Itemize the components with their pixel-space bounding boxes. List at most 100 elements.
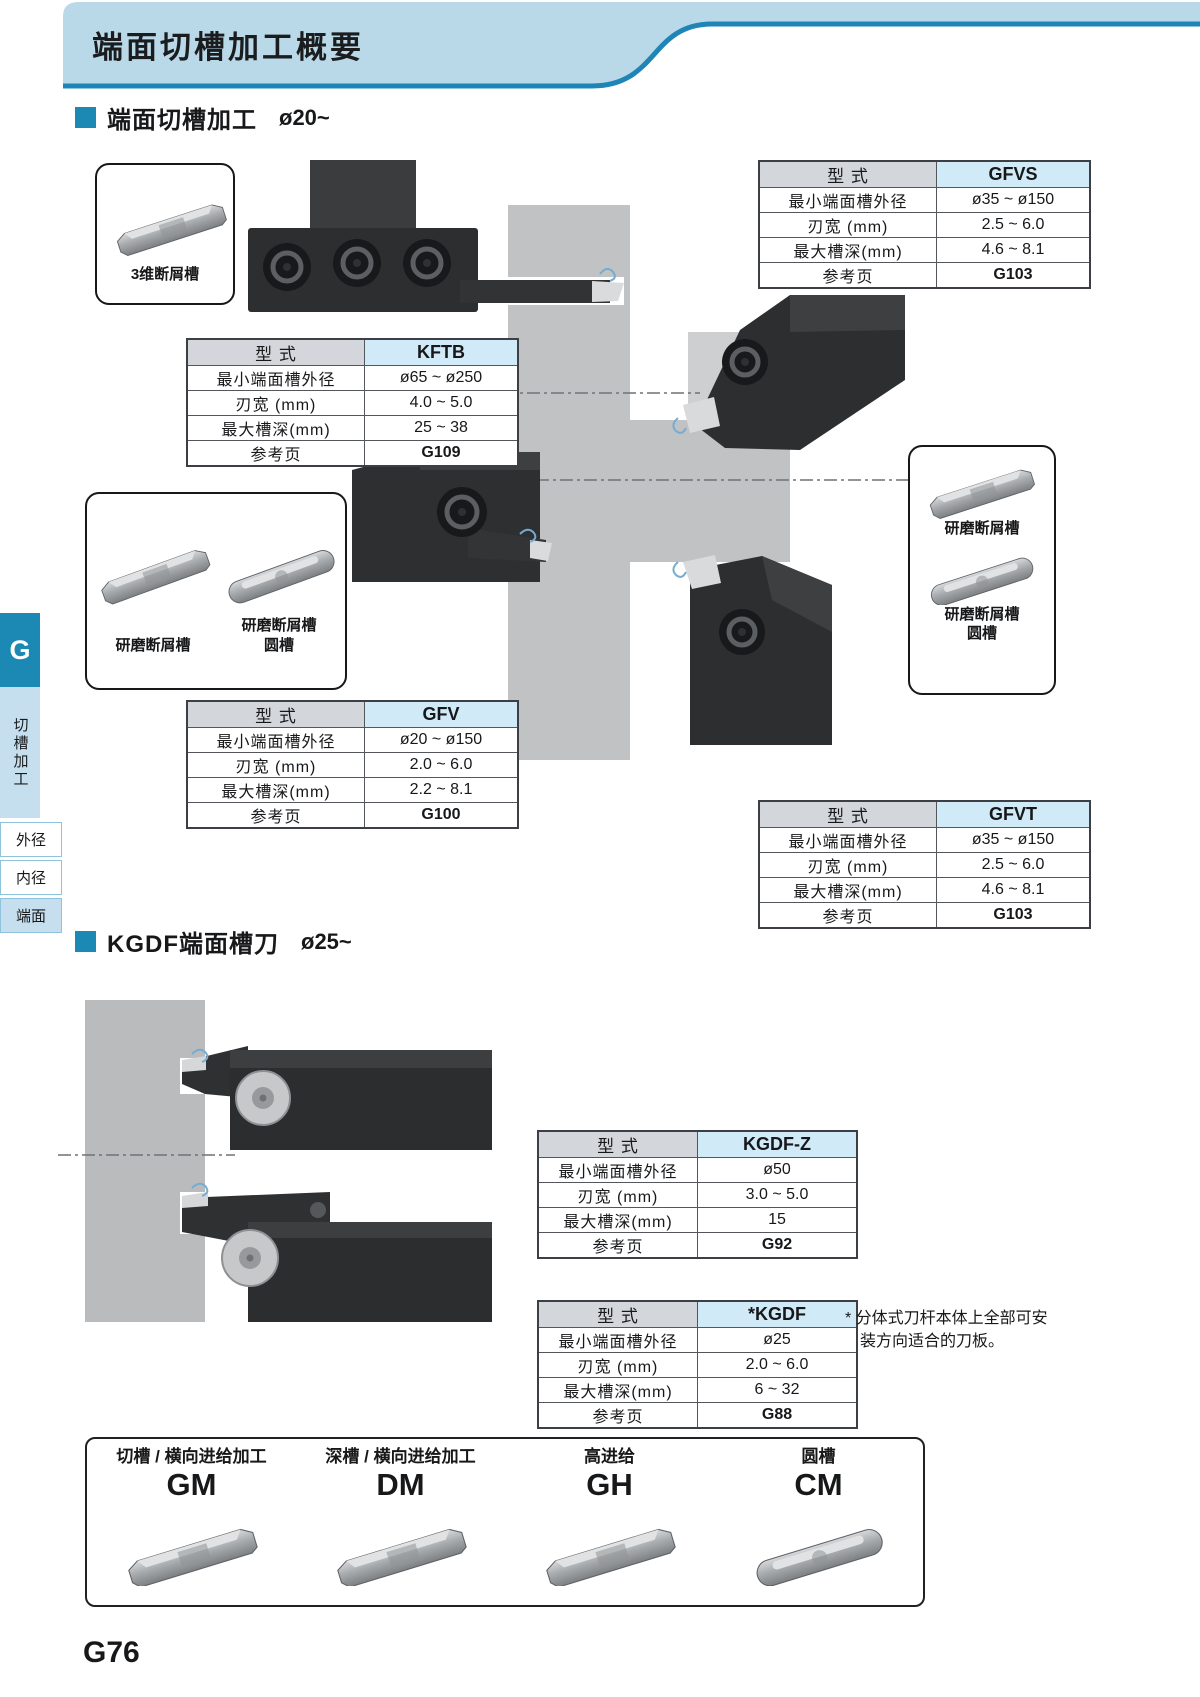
page-reference: G109 xyxy=(364,440,519,467)
chipbreaker-code: DM xyxy=(376,1466,425,1502)
spec-value: ø20 ~ ø150 xyxy=(364,727,519,753)
chipbreaker-use: 高进给 xyxy=(584,1447,635,1466)
spec-value: 4.0 ~ 5.0 xyxy=(364,390,519,416)
spec-header-model: 型 式 xyxy=(537,1130,698,1158)
chipbreaker-use: 圆槽 xyxy=(801,1447,836,1466)
spec-table-gfvt: 型 式 GFVT 最小端面槽外径 ø35 ~ ø150 刃宽 (mm) 2.5 … xyxy=(758,800,1091,929)
workpiece-face xyxy=(85,1000,206,1322)
spec-label: 参考页 xyxy=(758,262,937,289)
face-grooving-diagram xyxy=(248,160,915,760)
spec-label: 参考页 xyxy=(537,1232,698,1259)
spec-table-kgdf: 型 式 *KGDF 最小端面槽外径 ø25 刃宽 (mm) 2.0 ~ 6.0 … xyxy=(537,1300,858,1429)
spec-label: 参考页 xyxy=(758,902,937,929)
page-reference: G103 xyxy=(936,902,1091,929)
spec-value: ø65 ~ ø250 xyxy=(364,365,519,391)
spec-table-gfvs: 型 式 GFVS 最小端面槽外径 ø35 ~ ø150 刃宽 (mm) 2.5 … xyxy=(758,160,1091,289)
spec-label: 刃宽 (mm) xyxy=(537,1182,698,1208)
chipbreaker-code: CM xyxy=(794,1466,843,1502)
insert-image-ground-round xyxy=(928,554,1037,605)
tool-gfv xyxy=(352,452,552,582)
model-name: *KGDF xyxy=(697,1300,858,1328)
page-reference: G92 xyxy=(697,1232,858,1259)
kgdf-diagram xyxy=(58,1000,492,1322)
section-marker-icon xyxy=(75,107,96,128)
chipbreaker-code: GH xyxy=(586,1466,633,1502)
insert-image-3d xyxy=(115,201,228,258)
tool-kgdf xyxy=(182,1192,492,1322)
page-title: 端面切槽加工概要 xyxy=(92,30,364,65)
spec-label: 最大槽深(mm) xyxy=(537,1377,698,1403)
insert-image-ground-round xyxy=(225,546,338,607)
spec-label: 刃宽 (mm) xyxy=(186,752,365,778)
spec-table-kftb: 型 式 KFTB 最小端面槽外径 ø65 ~ ø250 刃宽 (mm) 4.0 … xyxy=(186,338,519,467)
chip-curl xyxy=(599,268,616,282)
spec-value: ø25 xyxy=(697,1327,858,1353)
page-number: G76 xyxy=(83,1636,140,1669)
insert-label: 研磨断屑槽 圆槽 xyxy=(241,617,317,654)
spec-label: 最大槽深(mm) xyxy=(758,877,937,903)
spec-value: 2.0 ~ 6.0 xyxy=(697,1352,858,1378)
spec-label: 最小端面槽外径 xyxy=(537,1157,698,1183)
spec-header-model: 型 式 xyxy=(537,1300,698,1328)
spec-header-model: 型 式 xyxy=(758,160,937,188)
spec-value: ø35 ~ ø150 xyxy=(936,827,1091,853)
spec-label: 最小端面槽外径 xyxy=(537,1327,698,1353)
spec-value: 2.0 ~ 6.0 xyxy=(364,752,519,778)
sidebar-section-letter: G xyxy=(0,613,40,687)
model-name: GFV xyxy=(364,700,519,728)
spec-value: 2.5 ~ 6.0 xyxy=(936,852,1091,878)
spec-table-gfv: 型 式 GFV 最小端面槽外径 ø20 ~ ø150 刃宽 (mm) 2.0 ~… xyxy=(186,700,519,829)
spec-label: 参考页 xyxy=(537,1402,698,1429)
spec-value: ø35 ~ ø150 xyxy=(936,187,1091,213)
section-title: 端面切槽加工 xyxy=(107,107,257,134)
section-title: KGDF端面槽刀 xyxy=(107,931,279,958)
chipbreaker-use: 深槽 / 横向进给加工 xyxy=(325,1447,476,1466)
sidebar-group-grooving: 切槽加工 xyxy=(0,687,40,818)
insert-box-ground-left: 研磨断屑槽 研磨断屑槽 圆槽 xyxy=(85,492,347,690)
spec-table-kgdfz: 型 式 KGDF-Z 最小端面槽外径 ø50 刃宽 (mm) 3.0 ~ 5.0… xyxy=(537,1130,858,1259)
spec-label: 刃宽 (mm) xyxy=(537,1352,698,1378)
chipbreaker-gm: 切槽 / 横向进给加工 GM xyxy=(87,1439,296,1605)
spec-value: 3.0 ~ 5.0 xyxy=(697,1182,858,1208)
insert-image-cm xyxy=(752,1526,886,1587)
insert-label: 研磨断屑槽 圆槽 xyxy=(944,605,1020,643)
insert-label: 3维断屑槽 xyxy=(130,266,200,283)
section-diameter: ø20~ xyxy=(279,104,330,130)
sidebar-tab-id: 内径 xyxy=(0,860,62,895)
insert-image-ground xyxy=(99,546,212,607)
chipbreaker-lineup-box: 切槽 / 横向进给加工 GM 深槽 / 横向进给加工 DM 高进给 GH 圆槽 … xyxy=(85,1437,925,1607)
chipbreaker-code: GM xyxy=(166,1466,217,1502)
page-banner: 端面切槽加工概要 xyxy=(0,0,1200,110)
model-name: KGDF-Z xyxy=(697,1130,858,1158)
section-marker-icon xyxy=(75,931,96,952)
tool-kftb xyxy=(248,160,624,312)
spec-value: 25 ~ 38 xyxy=(364,415,519,441)
spec-value: 6 ~ 32 xyxy=(697,1377,858,1403)
insert-box-ground-right: 研磨断屑槽 研磨断屑槽 圆槽 xyxy=(908,445,1056,695)
section-kgdf-header: KGDF端面槽刀 ø25~ xyxy=(75,924,352,959)
chipbreaker-gh: 高进给 GH xyxy=(505,1439,714,1605)
spec-value: 4.6 ~ 8.1 xyxy=(936,237,1091,263)
spec-value: 15 xyxy=(697,1207,858,1233)
chipbreaker-cm: 圆槽 CM xyxy=(714,1439,923,1605)
page-reference: G103 xyxy=(936,262,1091,289)
tool-kgdfz xyxy=(182,1046,492,1150)
spec-label: 最小端面槽外径 xyxy=(186,365,365,391)
banner-swoosh xyxy=(63,2,1200,89)
insert-label: 研磨断屑槽 xyxy=(115,636,191,654)
spec-header-model: 型 式 xyxy=(186,700,365,728)
spec-value: ø50 xyxy=(697,1157,858,1183)
insert-image-dm xyxy=(334,1526,468,1587)
model-name: GFVT xyxy=(936,800,1091,828)
chip-curl xyxy=(191,1048,209,1063)
chip-curl xyxy=(191,1182,209,1197)
spec-header-model: 型 式 xyxy=(186,338,365,366)
section-face-grooving-header: 端面切槽加工 ø20~ xyxy=(75,100,330,135)
spec-header-model: 型 式 xyxy=(758,800,937,828)
sidebar-tab-od: 外径 xyxy=(0,822,62,857)
spec-label: 刃宽 (mm) xyxy=(758,212,937,238)
spec-label: 最小端面槽外径 xyxy=(758,187,937,213)
spec-label: 刃宽 (mm) xyxy=(758,852,937,878)
spec-value: 2.2 ~ 8.1 xyxy=(364,777,519,803)
